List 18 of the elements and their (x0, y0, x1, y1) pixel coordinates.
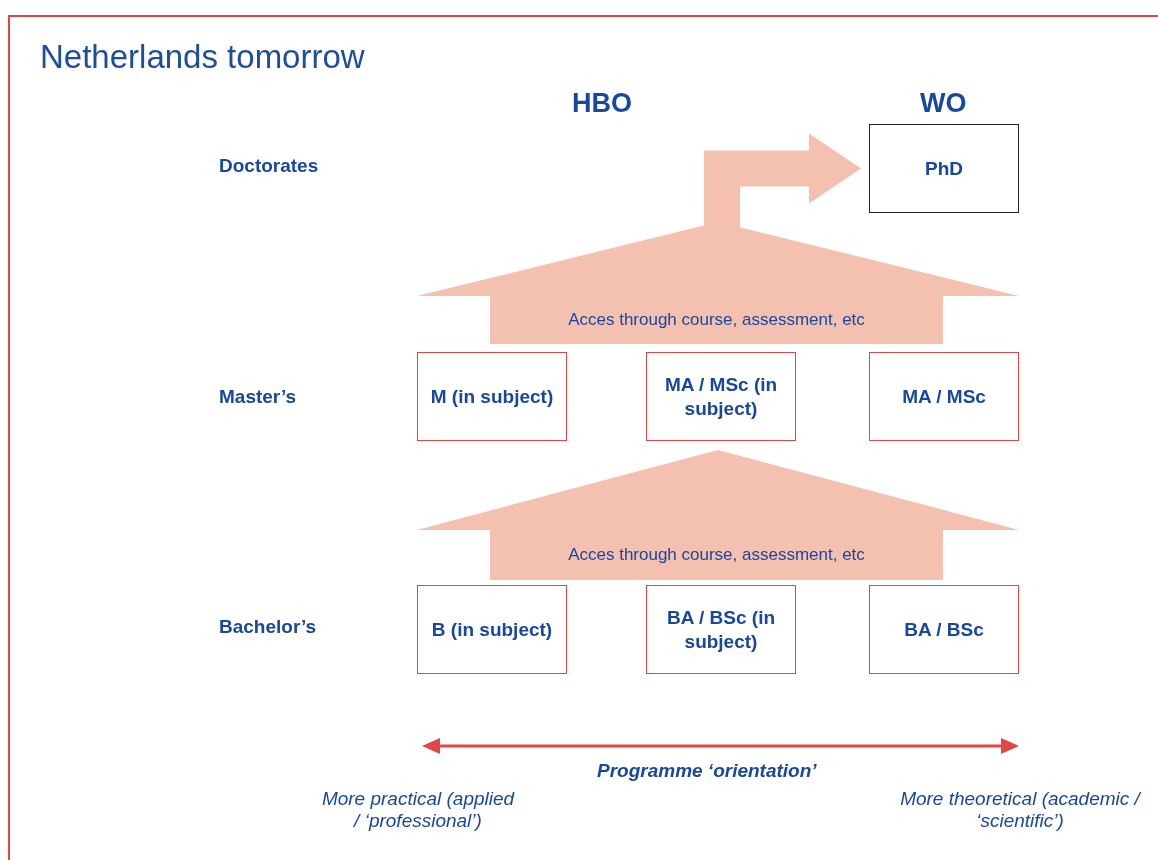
degree-box: M (in subject) (417, 352, 567, 441)
degree-box: MA / MSc (in subject) (646, 352, 796, 441)
row-heading: Master’s (219, 386, 297, 408)
degree-box: B (in subject) (417, 585, 567, 674)
axis-end-label: More practical (applied / ‘professional’) (320, 788, 516, 832)
arrow (704, 133, 861, 230)
axis-end-label: More theoretical (academic / ‘scientific’) (900, 788, 1140, 832)
axis-title: Programme ‘orientation’ (597, 760, 817, 782)
degree-box: PhD (869, 124, 1019, 213)
degree-box: BA / BSc (869, 585, 1019, 674)
access-band: Acces through course, assessment, etc (417, 450, 1019, 580)
row-heading: Bachelor’s (219, 616, 317, 638)
column-heading: HBO (572, 88, 632, 119)
diagram-title: Netherlands tomorrow (40, 38, 365, 76)
degree-box: BA / BSc (in subject) (646, 585, 796, 674)
degree-box: MA / MSc (869, 352, 1019, 441)
column-heading: WO (920, 88, 967, 119)
row-heading: Doctorates (219, 155, 319, 177)
